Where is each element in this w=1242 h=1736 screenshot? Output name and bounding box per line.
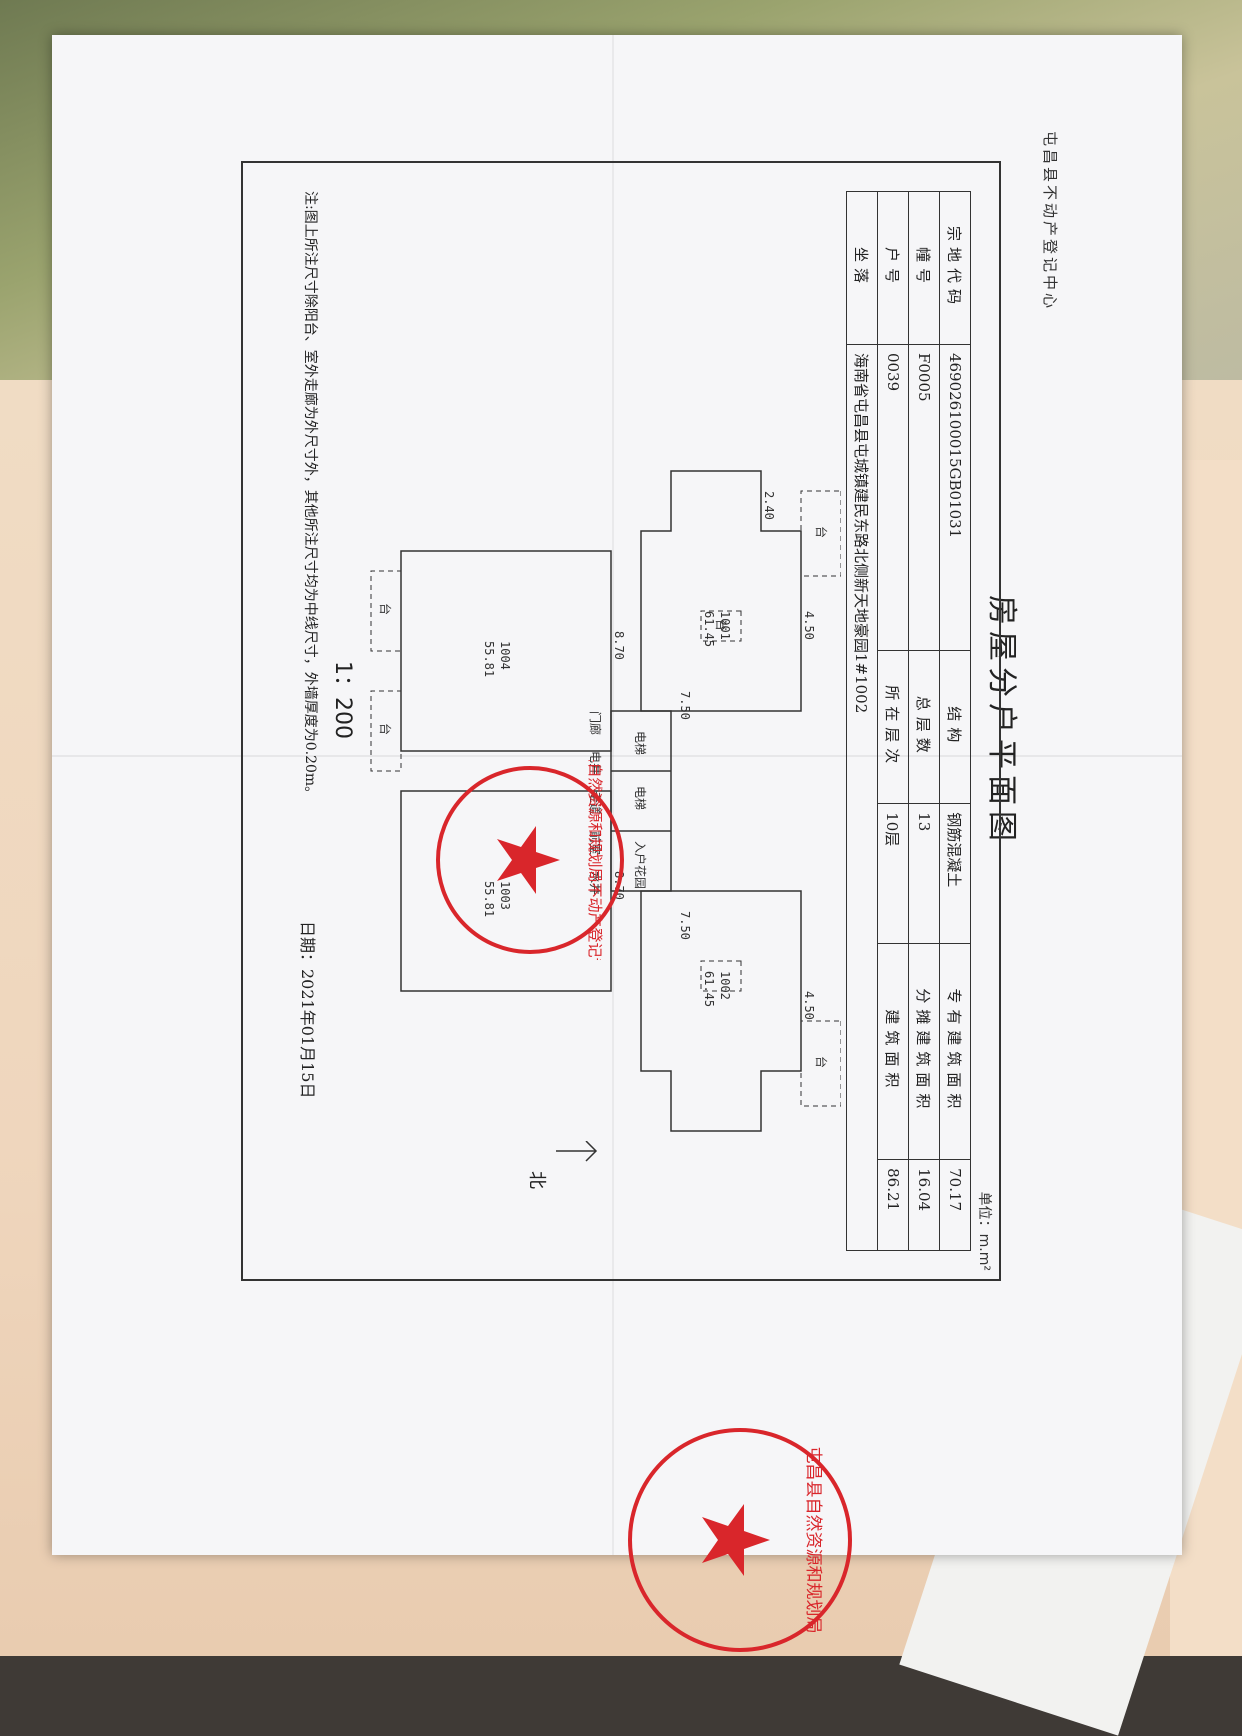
balcony-small-1 [700, 610, 742, 642]
building-no-label: 幢号 [908, 191, 940, 345]
dim-6: 8.70 [612, 631, 626, 660]
building-no: F0005 [908, 344, 940, 651]
authority-text: 屯昌县不动产登记中心 [1041, 131, 1059, 312]
dim-3: 7.50 [678, 691, 692, 720]
exclusive-area: 70.17 [939, 1159, 971, 1251]
unit-1001-id: 1001 [718, 611, 732, 640]
label-balcony-3: 台 [378, 603, 393, 615]
address: 海南省屯昌县屯城镇建民东路北侧新天地豪园1#1002 [846, 344, 878, 1251]
unit-1002-outline [640, 890, 802, 1132]
balcony-1004 [370, 570, 402, 652]
label-balcony-5: 台 [714, 619, 729, 631]
unit-1003-id: 1003 [498, 881, 512, 910]
unit-1002-area: 61.45 [702, 971, 716, 1007]
parcel-code-label: 宗地代码 [939, 191, 971, 345]
label-balcony-1: 台 [814, 526, 829, 538]
seal-bottom-text: 屯昌县自然资源和规划局 [803, 1447, 823, 1634]
floor-plan-sheet [52, 35, 1182, 1555]
label-elevator-1: 电梯 [633, 731, 647, 755]
unit-no: 0039 [877, 344, 909, 651]
balcony-1002 [800, 1020, 842, 1107]
label-elevator-2: 电梯 [633, 786, 647, 810]
note-text: 注:图上所注尺寸除阳台、室外走廊为外尺寸外，其他所注尺寸均为中线尺寸，外墙厚度为… [302, 191, 318, 801]
total-floors: 13 [908, 803, 940, 944]
building-area-label: 建筑面积 [877, 943, 909, 1160]
structure-label: 结构 [939, 650, 971, 804]
seal-center-text: 屯昌县自然资源和规划局不动产登记专用章 [586, 760, 604, 960]
north-arrow-icon [556, 1141, 598, 1162]
balcony-small-2 [700, 960, 742, 992]
unit-1002-id: 1002 [718, 971, 732, 1000]
floor-plan-drawing: 1001 61.45 1002 61.45 1003 55.81 1004 55… [281, 191, 842, 1251]
rotated-document-content: 屯昌县不动产登记中心 房屋分户平面图 单位：m.m² 宗地代码 46902610… [221, 131, 1059, 1301]
label-balcony-4: 台 [378, 723, 393, 735]
unit-1001-outline [640, 470, 802, 712]
unit-label: 单位：m.m² [976, 1191, 992, 1271]
total-floors-label: 总层数 [908, 650, 940, 804]
unit-no-label: 户号 [877, 191, 909, 345]
north-arrow-label: 北 [526, 1171, 547, 1189]
info-table: 宗地代码 469026100015GB01031 结构 钢筋混凝土 专有建筑面积… [846, 191, 971, 1251]
dim-1: 4.50 [802, 611, 816, 640]
shared-area-label: 分摊建筑面积 [908, 943, 940, 1160]
floor: 10层 [877, 803, 909, 944]
exclusive-area-label: 专有建筑面积 [939, 943, 971, 1160]
balcony-1001 [800, 490, 842, 577]
official-seal-bottom: 屯昌县自然资源和规划局 [628, 1428, 852, 1652]
unit-1004-outline [400, 550, 612, 752]
dim-4: 4.50 [802, 991, 816, 1020]
balcony-1003 [370, 690, 402, 772]
label-porch: 门廊 [588, 711, 603, 735]
dim-5: 7.50 [678, 911, 692, 940]
unit-1004-id: 1004 [498, 641, 512, 670]
building-area: 86.21 [877, 1159, 909, 1251]
label-water-shaft: 水井 [588, 871, 602, 895]
unit-1004-area: 55.81 [482, 641, 496, 677]
label-balcony-2: 台 [814, 1056, 829, 1068]
shared-area: 16.04 [908, 1159, 940, 1251]
label-entry-garden: 入户花园 [633, 841, 648, 889]
floor-label: 所在层次 [877, 650, 909, 804]
structure: 钢筋混凝土 [939, 803, 971, 944]
parcel-code: 469026100015GB01031 [939, 344, 971, 651]
dim-2: 2.40 [762, 491, 776, 520]
address-label: 坐落 [846, 191, 878, 345]
floor-plan-svg: 1001 61.45 1002 61.45 1003 55.81 1004 55… [370, 470, 842, 1132]
date-text: 日期：2021年01月15日 [298, 921, 317, 1099]
fold-line-vertical [612, 35, 614, 1555]
label-lobby: 前室 [588, 831, 603, 855]
unit-1001-area: 61.45 [702, 611, 716, 647]
scale-label: 1：200 [330, 661, 355, 739]
official-seal-center: 屯昌县自然资源和规划局不动产登记专用章 [436, 760, 624, 960]
unit-1003-area: 55.81 [482, 881, 496, 917]
fold-line-horizontal [52, 755, 1182, 757]
label-electric-shaft: 电井 [588, 751, 602, 775]
